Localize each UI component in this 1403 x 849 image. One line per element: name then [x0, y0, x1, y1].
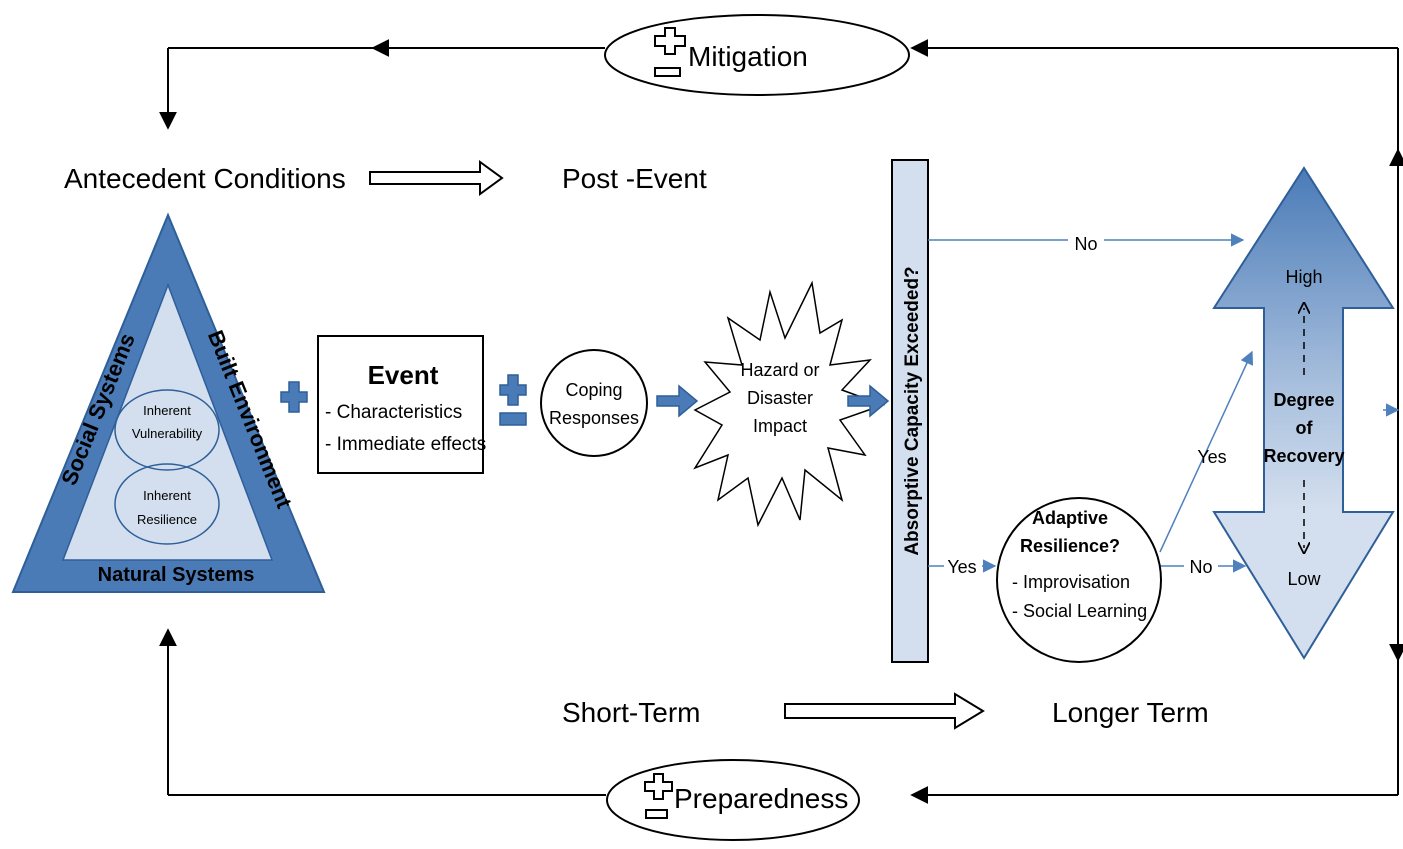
event-immediate-effects: - Immediate effects — [325, 434, 486, 455]
time-arrow-bottom — [784, 692, 985, 730]
short-term-label: Short-Term — [562, 697, 700, 728]
flow-arrow-1 — [656, 384, 699, 418]
preparedness-label: Preparedness — [674, 783, 848, 814]
plus-minus-icon-blue — [499, 374, 527, 426]
post-event-label: Post -Event — [562, 163, 707, 194]
vulnerability-line1: Inherent — [143, 403, 191, 418]
recovery-low: Low — [1287, 569, 1321, 589]
coping-line2: Responses — [549, 408, 639, 428]
yes-left-label: Yes — [947, 557, 976, 577]
antecedent-triangle: Inherent Vulnerability Inherent Resilien… — [11, 212, 326, 593]
preparedness-node: Preparedness — [606, 759, 860, 841]
no-top-label: No — [1074, 234, 1097, 254]
adaptive-resilience-node: Adaptive Resilience? - Improvisation - S… — [996, 497, 1162, 663]
vulnerability-line2: Vulnerability — [132, 426, 203, 441]
natural-systems-label: Natural Systems — [98, 564, 255, 586]
vulnerability-circle — [114, 389, 220, 471]
impact-line1: Hazard or — [740, 360, 819, 380]
feedback-loop — [159, 39, 1403, 804]
resilience-line2: Resilience — [137, 512, 197, 527]
coping-responses-node: Coping Responses — [540, 349, 648, 457]
no-right-label: No — [1189, 557, 1212, 577]
resilience-circle — [114, 463, 220, 545]
absorptive-capacity-bar: Absorptive Capacity Exceeded? — [891, 159, 929, 663]
recovery-line2: of — [1296, 418, 1314, 438]
plus-minus-icon — [644, 773, 673, 819]
adaptive-social-learning: - Social Learning — [1012, 601, 1147, 621]
antecedent-conditions-label: Antecedent Conditions — [64, 163, 346, 194]
event-characteristics: - Characteristics — [325, 402, 462, 423]
degree-of-recovery-arrow: High Degree of Recovery Low — [1212, 166, 1395, 660]
time-arrow-top — [369, 160, 504, 196]
longer-term-label: Longer Term — [1052, 697, 1209, 728]
flow-arrow-2 — [847, 384, 890, 418]
absorptive-capacity-label: Absorptive Capacity Exceeded? — [902, 266, 923, 555]
plus-minus-icon — [654, 27, 686, 77]
recovery-line3: Recovery — [1263, 446, 1344, 466]
recovery-line1: Degree — [1273, 390, 1334, 410]
plus-icon — [280, 381, 308, 413]
yes-arrow-diagonal — [1159, 350, 1254, 553]
adaptive-line1: Adaptive — [1032, 508, 1108, 528]
mitigation-label: Mitigation — [688, 41, 808, 72]
mitigation-node: Mitigation — [604, 14, 910, 96]
branch-arrows: No Yes Yes No — [928, 233, 1400, 577]
coping-line1: Coping — [565, 380, 622, 400]
impact-line2: Disaster — [747, 388, 813, 408]
adaptive-line2: Resilience? — [1020, 536, 1120, 556]
recovery-high: High — [1285, 267, 1322, 287]
yes-diagonal-label: Yes — [1197, 447, 1226, 467]
adaptive-improvisation: - Improvisation — [1012, 572, 1130, 592]
event-title: Event — [368, 360, 439, 390]
event-box: Event - Characteristics - Immediate effe… — [317, 335, 486, 474]
resilience-line1: Inherent — [143, 488, 191, 503]
disaster-impact-burst: Hazard or Disaster Impact — [693, 280, 886, 528]
impact-line3: Impact — [753, 416, 807, 436]
